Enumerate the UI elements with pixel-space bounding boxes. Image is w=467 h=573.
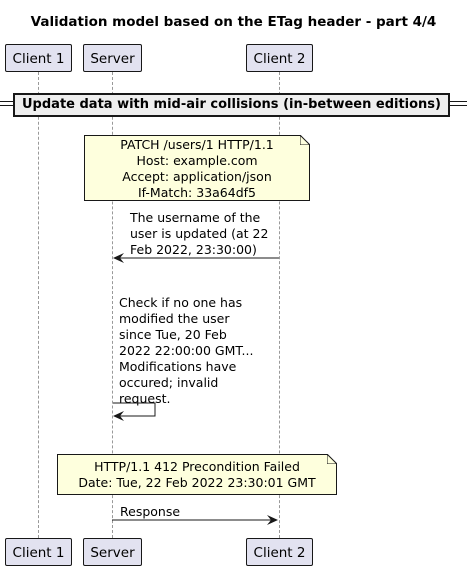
note-line: Date: Tue, 22 Feb 2022 23:30:01 GMT (78, 475, 316, 490)
message-line: The username of the (130, 210, 261, 225)
message-line: occured; invalid (119, 375, 219, 390)
message-line: since Tue, 20 Feb (119, 327, 227, 342)
participant-client1-bottom: Client 1 (5, 538, 72, 566)
lifeline-client2 (279, 72, 280, 538)
message-line: Check if no one has (119, 295, 243, 310)
message-line: Feb 2022, 23:30:00) (130, 242, 257, 257)
response-message-label: Response (120, 504, 181, 519)
message-line: user is updated (at 22 (130, 226, 269, 241)
participant-client2-bottom: Client 2 (246, 538, 313, 566)
message-line: Modifications have (119, 359, 237, 374)
participant-server-bottom: Server (83, 538, 142, 566)
note-line: If-Match: 33a64df5 (138, 185, 256, 200)
note-fold-icon (327, 454, 337, 464)
note-line: PATCH /users/1 HTTP/1.1 (120, 137, 274, 152)
note-fold-icon (300, 135, 310, 145)
request-note: PATCH /users/1 HTTP/1.1 Host: example.co… (84, 135, 310, 201)
self-check-arrow (113, 402, 156, 421)
participant-server-top: Server (83, 44, 142, 72)
divider-label: Update data with mid-air collisions (in-… (13, 93, 450, 117)
lifeline-server (112, 72, 113, 538)
note-line: Host: example.com (136, 153, 258, 168)
message-line: 2022 22:00:00 GMT... (119, 343, 254, 358)
message-line: modified the user (119, 311, 230, 326)
participant-client2-top: Client 2 (246, 44, 313, 72)
response-message-arrow (112, 515, 278, 525)
lifeline-client1 (38, 72, 39, 538)
note-line: Accept: application/json (122, 169, 272, 184)
participant-client1-top: Client 1 (5, 44, 72, 72)
diagram-title: Validation model based on the ETag heade… (30, 14, 437, 30)
self-check-message-label: Check if no one has modified the user si… (119, 295, 253, 407)
update-message-label: The username of the user is updated (at … (130, 210, 268, 258)
message-line: request. (119, 391, 171, 406)
update-message-arrow (113, 253, 279, 263)
note-line: HTTP/1.1 412 Precondition Failed (94, 459, 300, 474)
response-note: HTTP/1.1 412 Precondition Failed Date: T… (57, 454, 337, 495)
